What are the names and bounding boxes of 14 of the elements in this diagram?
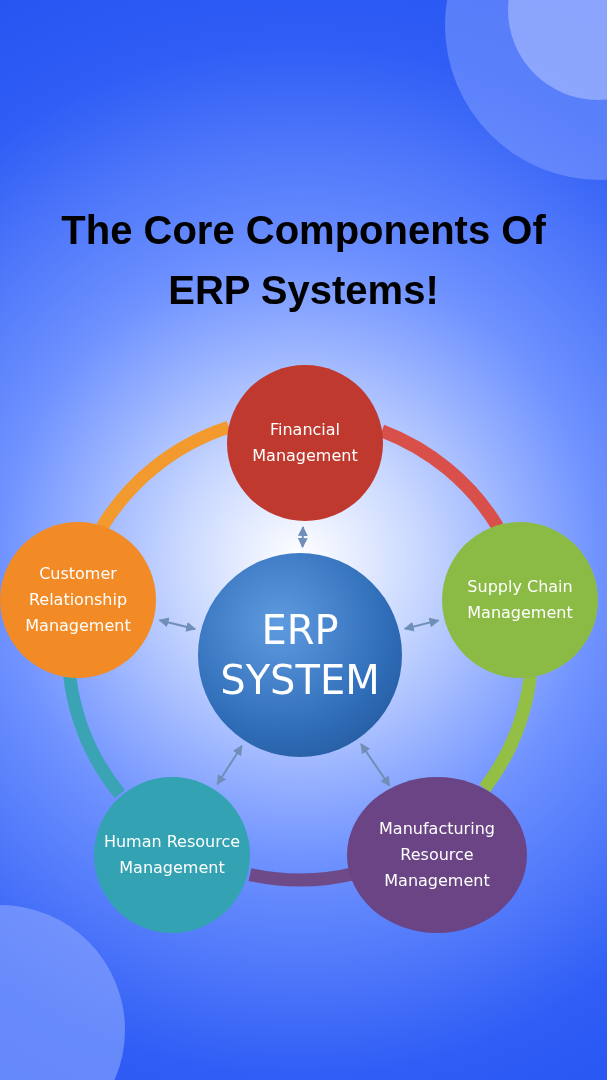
ring-segment <box>479 674 537 793</box>
node-label: ERP SYSTEM <box>219 606 381 705</box>
node-label: Customer Relationship Management <box>24 563 132 637</box>
node-label: Human Resource Management <box>102 831 242 879</box>
double-arrow <box>158 617 197 632</box>
node-label: Supply Chain Management <box>466 576 574 624</box>
double-arrow <box>360 743 391 787</box>
node-label: Financial Management <box>251 419 359 467</box>
ring-segment <box>63 675 125 798</box>
double-arrow <box>216 744 243 786</box>
node-label: Manufacturing Resource Management <box>378 818 496 892</box>
double-arrow <box>297 526 308 549</box>
title: The Core Components Of ERP Systems! <box>60 207 547 314</box>
double-arrow <box>403 617 440 632</box>
